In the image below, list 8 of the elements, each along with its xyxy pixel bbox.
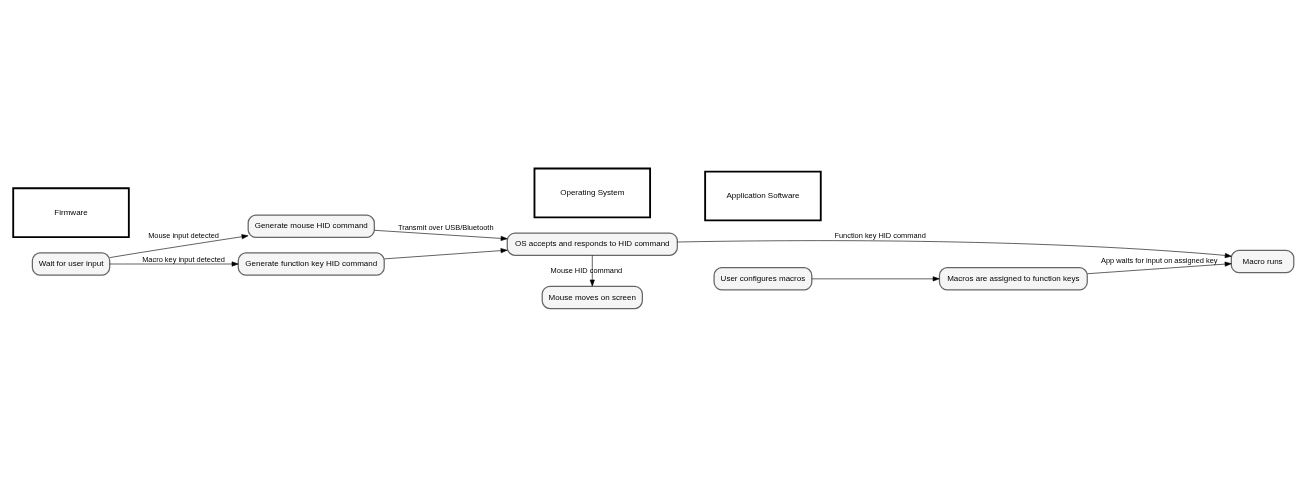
arrow bbox=[384, 248, 508, 260]
arrow bbox=[589, 255, 595, 287]
arrow bbox=[374, 230, 508, 241]
arrow bbox=[1087, 261, 1232, 275]
arrow bbox=[677, 240, 1232, 258]
arrow bbox=[109, 261, 239, 267]
arrow bbox=[811, 276, 940, 282]
arrow bbox=[109, 234, 249, 258]
